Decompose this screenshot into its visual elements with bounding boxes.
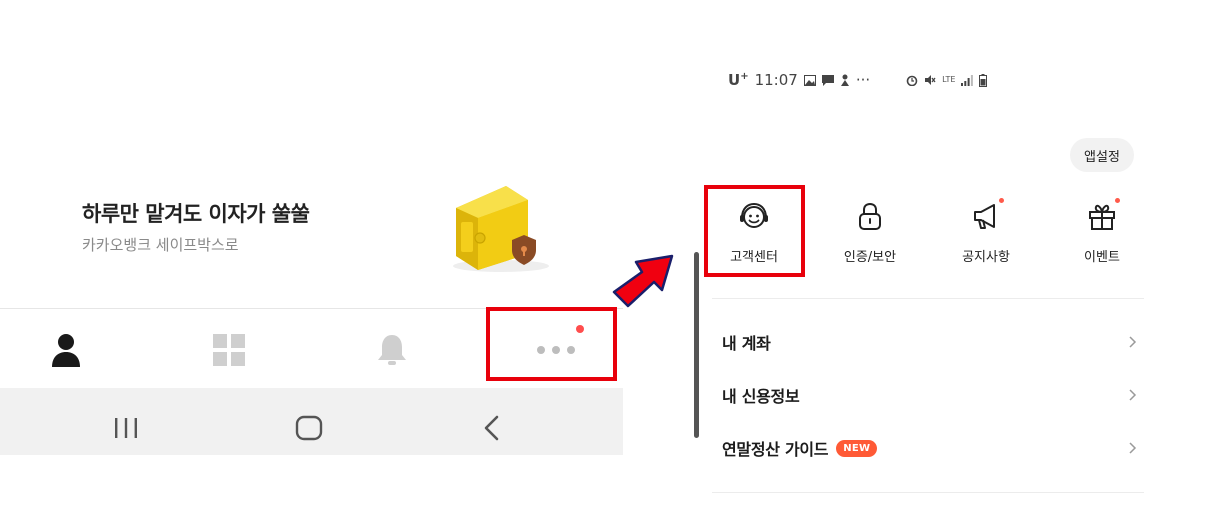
- quick-menu-label: 이벤트: [1084, 250, 1120, 265]
- menu-item-my-accounts[interactable]: 내 계좌: [722, 322, 1138, 362]
- tab-bar-divider: [0, 308, 623, 309]
- home-button[interactable]: [289, 408, 329, 448]
- quick-menu-label: 공지사항: [962, 250, 1010, 265]
- more-tab-badge: [576, 325, 584, 333]
- signal-icon: [961, 74, 974, 86]
- new-badge: NEW: [836, 439, 878, 457]
- recent-apps-icon: [115, 418, 137, 438]
- app-settings-button[interactable]: 앱설정: [1070, 138, 1134, 172]
- tab-more[interactable]: [533, 328, 579, 372]
- lte-icon: LTE: [942, 75, 956, 84]
- system-navigation-bar: [0, 388, 623, 455]
- megaphone-icon: [974, 204, 995, 229]
- quick-menu-label: 인증/보안: [843, 250, 897, 265]
- menu-item-credit-info[interactable]: 내 신용정보: [722, 375, 1138, 415]
- more-dots-icon: [537, 346, 575, 354]
- highlight-box-customer-center: [704, 185, 805, 277]
- person-icon: [52, 334, 80, 367]
- quick-menu-label: 고객센터: [730, 250, 778, 265]
- clock-time: 11:07: [754, 71, 798, 89]
- menu-item-label: 연말정산 가이드: [722, 440, 829, 459]
- notice-badge: [999, 198, 1004, 203]
- highlight-box-more: [486, 307, 617, 381]
- section-divider-bottom: [712, 492, 1144, 493]
- menu-item-label: 내 신용정보: [722, 387, 800, 406]
- back-icon: [484, 415, 499, 441]
- back-button[interactable]: [472, 408, 512, 448]
- event-badge: [1115, 198, 1120, 203]
- gift-icon: [1089, 204, 1115, 230]
- menu-item-tax-guide[interactable]: 연말정산 가이드 NEW: [722, 428, 1138, 468]
- section-divider: [712, 298, 1144, 299]
- app-notification-icon: [840, 74, 849, 86]
- home-icon: [295, 415, 323, 441]
- gallery-icon: [803, 74, 816, 86]
- tab-notifications[interactable]: [370, 328, 414, 372]
- tab-menu-grid[interactable]: [207, 328, 251, 372]
- status-bar: U+ 11:07 ··· LTE: [728, 70, 988, 90]
- recent-apps-button[interactable]: [106, 408, 146, 448]
- message-icon: [821, 74, 834, 86]
- banner-title[interactable]: 하루만 맡겨도 이자가 쑬쑬: [82, 202, 310, 226]
- battery-icon: [979, 73, 988, 87]
- quick-menu-auth-security[interactable]: 인증/보안: [820, 200, 920, 274]
- tab-profile[interactable]: [44, 328, 88, 372]
- menu-item-label: 내 계좌: [722, 334, 771, 353]
- headset-smile-icon: [740, 202, 768, 228]
- banner-subtitle[interactable]: 카카오뱅크 세이프박스로: [82, 236, 239, 254]
- chevron-right-icon: [1129, 389, 1137, 401]
- red-arrow-annotation: [612, 254, 674, 308]
- safe-box-illustration[interactable]: [446, 178, 556, 278]
- grid-icon: [213, 334, 245, 366]
- mute-icon: [925, 75, 936, 85]
- lock-icon: [859, 202, 881, 230]
- quick-menu-customer-center[interactable]: 고객센터: [704, 200, 804, 274]
- carrier-label: U+: [728, 71, 749, 89]
- quick-menu-notices[interactable]: 공지사항: [936, 198, 1036, 274]
- chevron-right-icon: [1129, 336, 1137, 348]
- bell-icon: [378, 335, 406, 365]
- alarm-icon: [906, 75, 918, 86]
- chevron-right-icon: [1129, 442, 1137, 454]
- more-notifications-icon: ···: [855, 71, 871, 89]
- app-screen-left: 하루만 맡겨도 이자가 쑬쑬 카카오뱅크 세이프박스로: [0, 178, 623, 455]
- scroll-indicator[interactable]: [694, 252, 699, 438]
- quick-menu-events[interactable]: 이벤트: [1052, 198, 1152, 274]
